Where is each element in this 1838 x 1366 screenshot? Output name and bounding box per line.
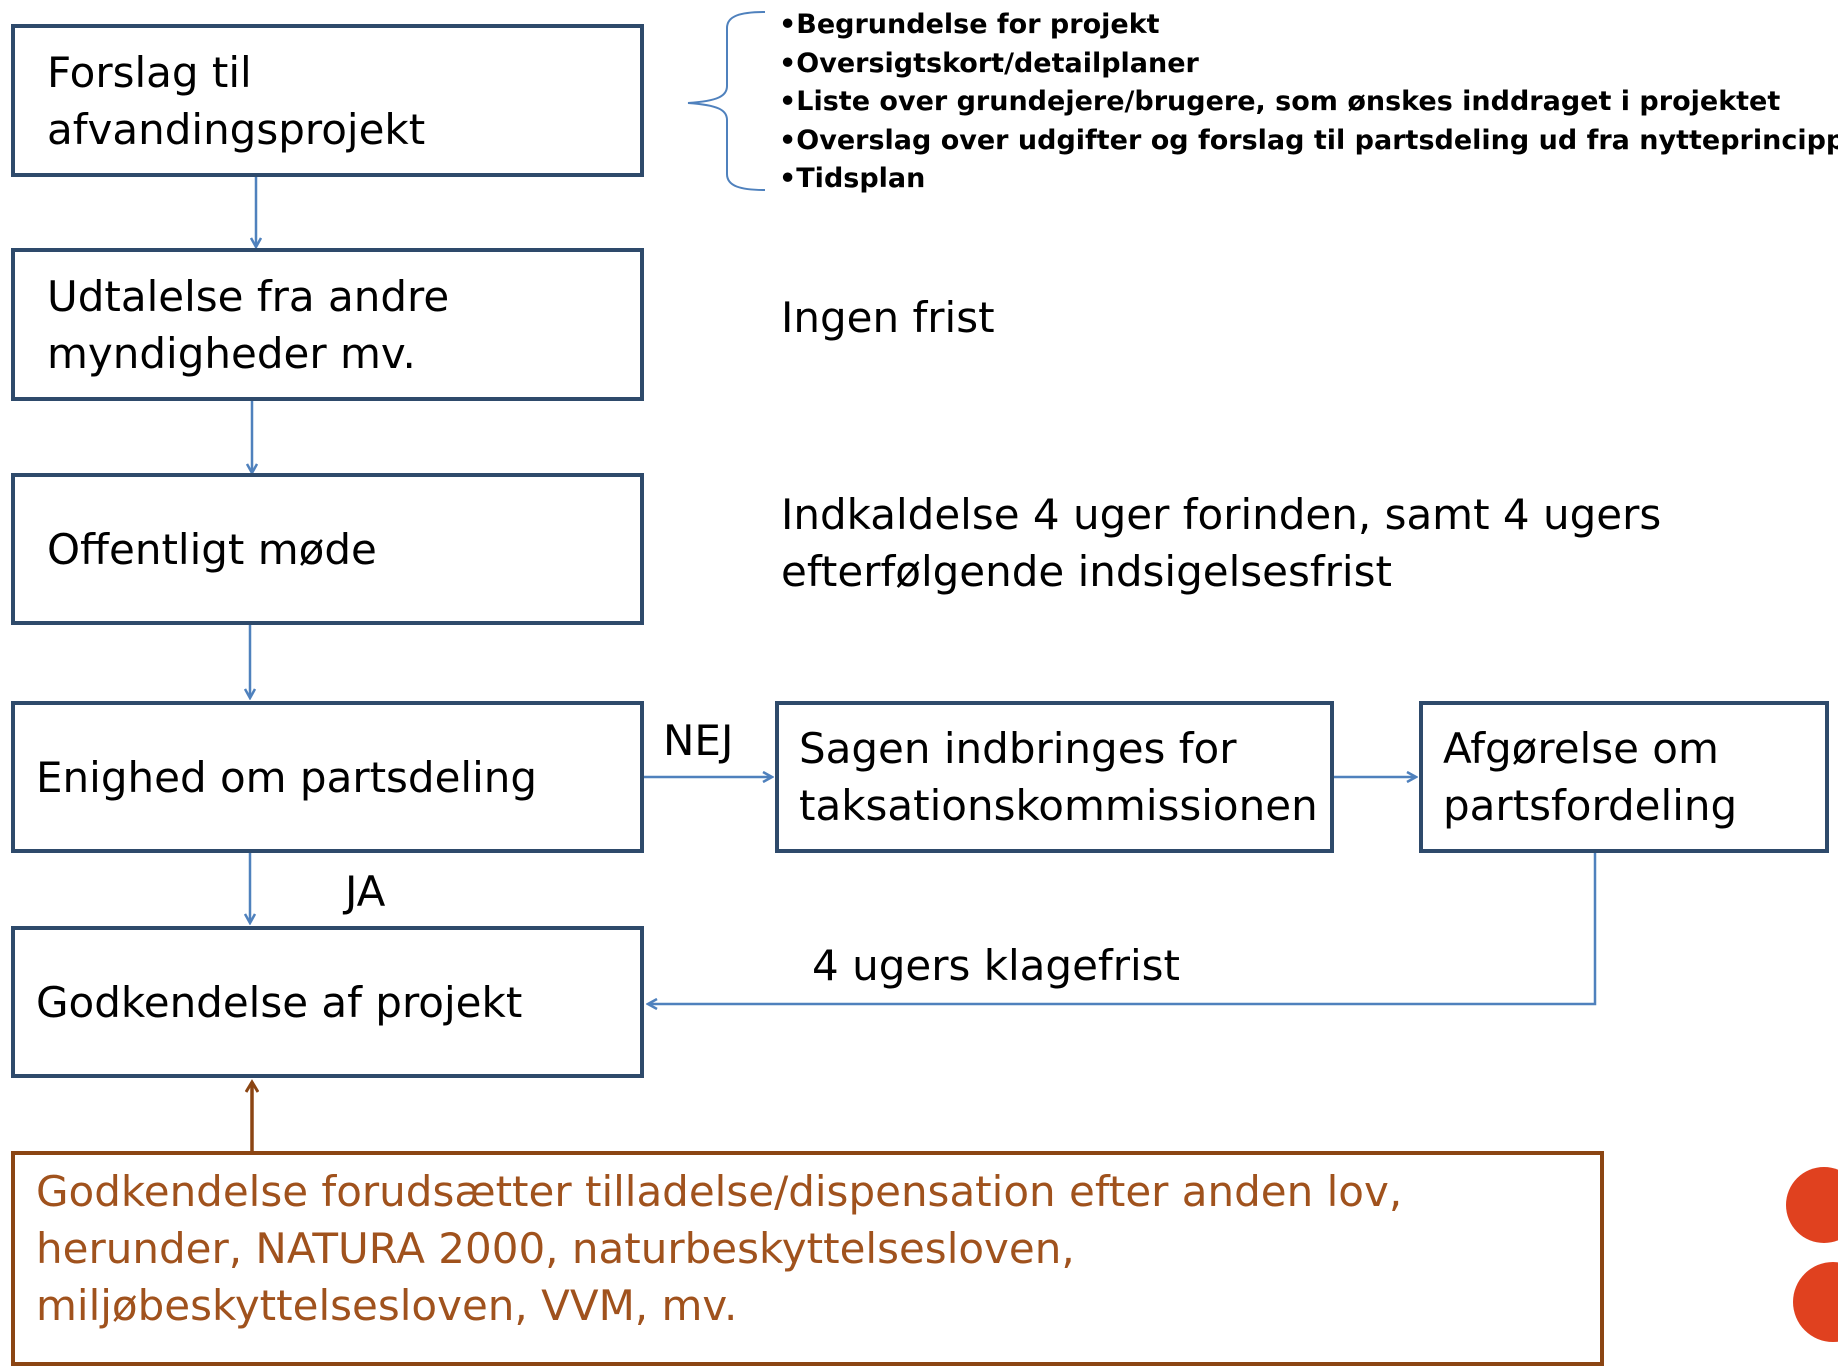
bullet-list-brace — [687, 11, 766, 191]
box-proposal-line-2: afvandingsprojekt — [47, 104, 426, 154]
list-item: Overslag over udgifter og forslag til pa… — [779, 122, 1838, 161]
box-proposal-line-1: Forslag til — [47, 47, 252, 97]
box-note-line-2: herunder, NATURA 2000, naturbeskyttelses… — [36, 1224, 1075, 1273]
meeting-deadline-line-2: efterfølgende indsigelsesfrist — [781, 547, 1392, 596]
branch-label-yes: JA — [345, 867, 386, 916]
box-meeting-line-1: Offentligt møde — [47, 524, 377, 574]
no-deadline-note: Ingen frist — [781, 293, 995, 342]
box-approval-line-1: Godkendelse af projekt — [36, 977, 523, 1027]
box-statement: Udtalelse fra andre myndigheder mv. — [11, 248, 644, 401]
list-item: Oversigtskort/detailplaner — [779, 45, 1838, 84]
box-proposal: Forslag til afvandingsprojekt — [11, 24, 644, 177]
box-statement-line-2: myndigheder mv. — [47, 328, 416, 378]
project-requirements-list: Begrundelse for projekt Oversigtskort/de… — [779, 6, 1838, 199]
box-agreement-line-1: Enighed om partsdeling — [36, 752, 538, 802]
box-decision-line-2: partsfordeling — [1443, 781, 1738, 830]
branch-label-no: NEJ — [663, 716, 734, 765]
box-statement-line-1: Udtalelse fra andre — [47, 271, 450, 321]
meeting-deadline-note: Indkaldelse 4 uger forinden, samt 4 uger… — [781, 486, 1661, 600]
list-item: Begrundelse for projekt — [779, 6, 1838, 45]
box-note-line-1: Godkendelse forudsætter tilladelse/dispe… — [36, 1167, 1403, 1216]
box-approval: Godkendelse af projekt — [11, 926, 644, 1078]
arrow-decision-to-approval — [648, 852, 1597, 1004]
box-note: Godkendelse forudsætter tilladelse/dispe… — [11, 1151, 1604, 1366]
box-commission: Sagen indbringes for taksationskommissio… — [775, 701, 1334, 853]
box-note-line-3: miljøbeskyttelsesloven, VVM, mv. — [36, 1281, 738, 1330]
meeting-deadline-line-1: Indkaldelse 4 uger forinden, samt 4 uger… — [781, 490, 1662, 539]
box-commission-line-2: taksationskommissionen — [799, 781, 1318, 830]
box-meeting: Offentligt møde — [11, 473, 644, 625]
box-decision: Afgørelse om partsfordeling — [1419, 701, 1829, 853]
box-decision-line-1: Afgørelse om — [1443, 724, 1719, 773]
box-commission-line-1: Sagen indbringes for — [799, 724, 1237, 773]
appeal-deadline-note: 4 ugers klagefrist — [812, 941, 1180, 990]
list-item: Tidsplan — [779, 160, 1838, 199]
box-agreement: Enighed om partsdeling — [11, 701, 644, 853]
list-item: Liste over grundejere/brugere, som ønske… — [779, 83, 1838, 122]
